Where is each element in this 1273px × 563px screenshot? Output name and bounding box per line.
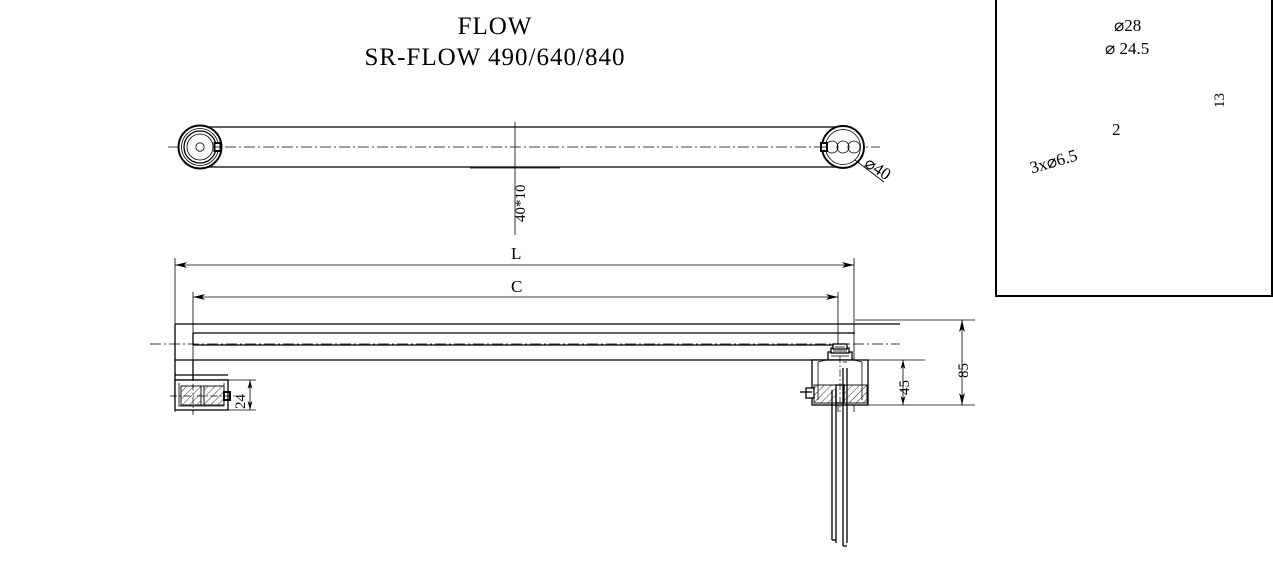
dim-C-label: C [511,277,523,296]
dim-85-label: 85 [956,363,972,378]
drawing-title: FLOW [457,13,533,40]
dim-13-label: 13 [1212,93,1228,108]
right-bracket [800,343,869,547]
dim-24-group [228,379,256,411]
diameter-leader-line [854,159,885,183]
left-end-flange [177,124,223,170]
dim-diameter-28-label: ⌀28 [1114,16,1142,35]
dim-45-label: 45 [897,380,913,395]
title-block: FLOW SR-FLOW 490/640/840 [0,12,990,74]
right-end-flange [820,125,865,169]
drawing-subtitle: SR-FLOW 490/640/840 [364,44,626,71]
side-view-group [150,319,975,547]
left-bracket [170,360,236,415]
dim-L-label: L [511,244,522,263]
dim-2-label: 2 [1112,120,1121,139]
dim-diameter-24-5-label: ⌀ 24.5 [1105,39,1150,58]
dim-24-label: 24 [233,394,249,409]
detail-view-panel [995,0,1273,297]
top-view-group [168,122,885,235]
profile-40x10-label: 40*10 [513,184,529,223]
